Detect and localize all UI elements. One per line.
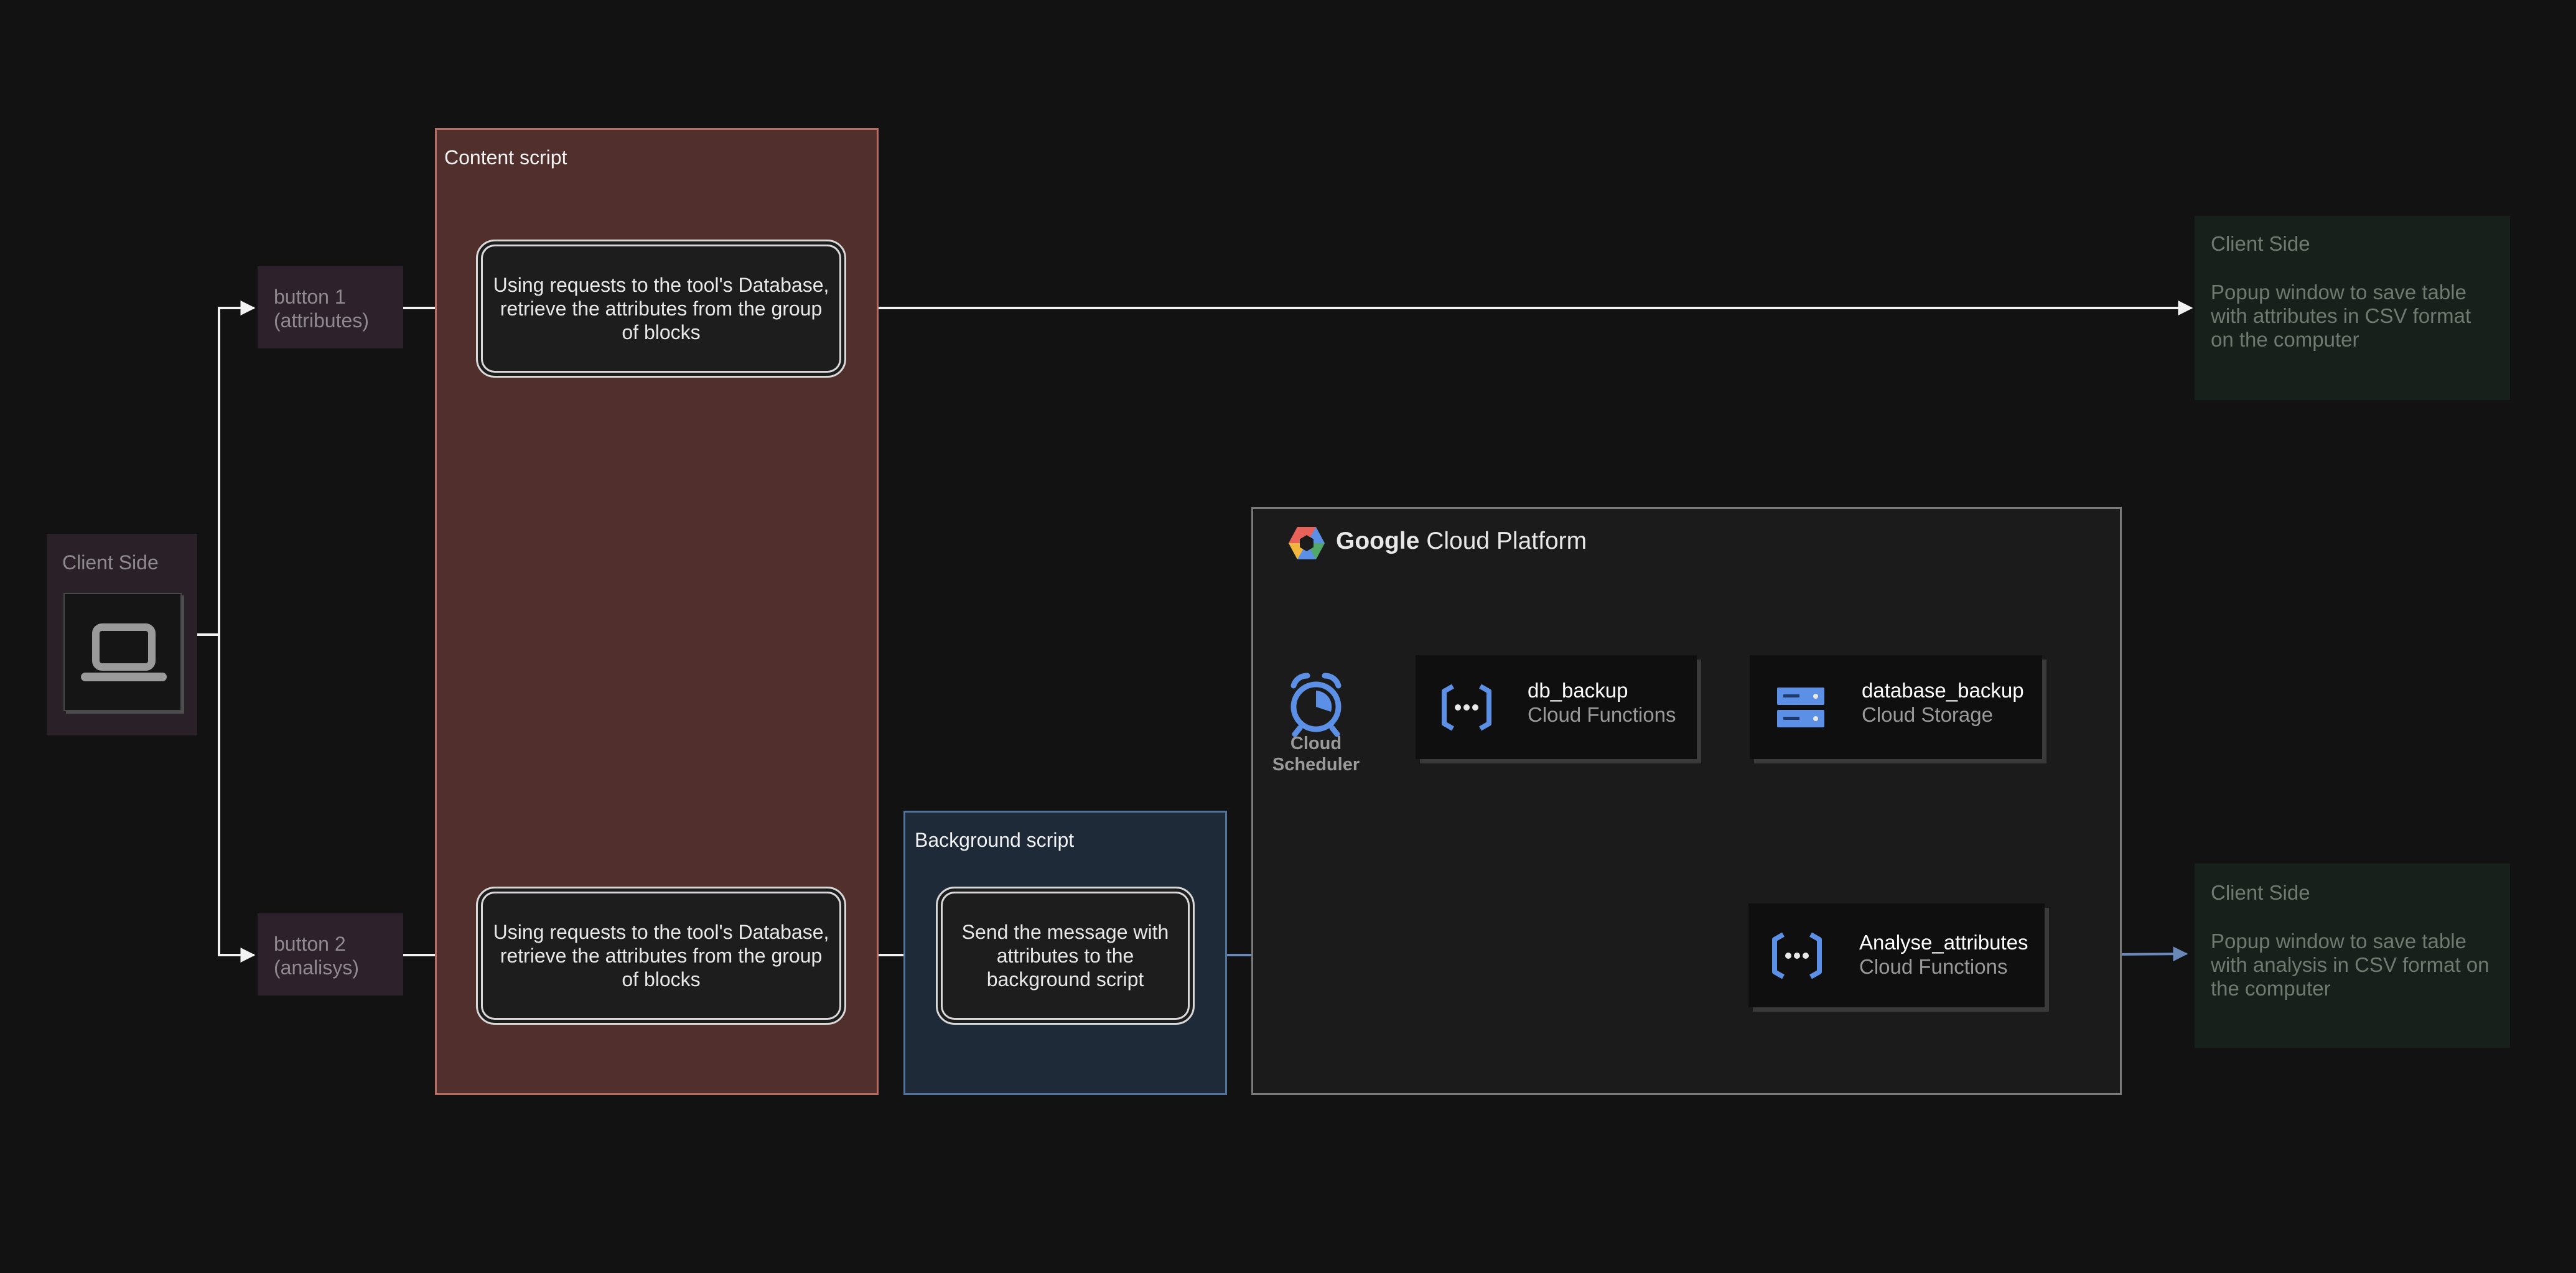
scheduler-line2: Scheduler: [1272, 755, 1360, 775]
edge-client-to-button2: [218, 635, 256, 963]
laptop-icon: [81, 623, 167, 681]
client-side-main: Client Side: [47, 534, 197, 735]
cloud-functions-icon: [1772, 932, 1822, 979]
gcp-title: Google Cloud Platform: [1336, 528, 1587, 555]
background-script-label: Background script: [915, 829, 1075, 851]
database-backup-title: database_backup: [1862, 679, 2024, 702]
cloud-scheduler-icon[interactable]: [1285, 672, 1347, 737]
process-top-text: Using requests to the tool's Database, r…: [493, 274, 829, 343]
gcp-brand: Google: [1336, 528, 1420, 554]
button-1-attributes[interactable]: button 1 (attributes): [258, 266, 403, 348]
client-side-top-description: Popup window to save table with attribut…: [2211, 281, 2471, 351]
background-script-process[interactable]: Send the message with attributes to the …: [936, 887, 1195, 1025]
button-1-line2: (attributes): [274, 309, 369, 332]
analyse-attributes-subtitle: Cloud Functions: [1859, 955, 2008, 978]
gcp-product: Cloud Platform: [1426, 528, 1587, 554]
edge-client-to-button1: [180, 301, 256, 636]
client-side-bottom-title: Client Side: [2211, 881, 2310, 904]
gcp-logo-icon: [1289, 527, 1325, 559]
client-side-top-title: Client Side: [2211, 232, 2310, 255]
database-backup-subtitle: Cloud Storage: [1862, 703, 1993, 726]
cloud-scheduler-label: Cloud Scheduler: [1260, 733, 1372, 775]
content-script-process-top[interactable]: Using requests to the tool's Database, r…: [476, 240, 846, 378]
client-side-main-label: Client Side: [62, 551, 159, 574]
button-1-line1: button 1: [274, 286, 346, 308]
button-2-line2: (analisys): [274, 956, 359, 979]
cloud-storage-icon: [1777, 688, 1824, 727]
db-backup-service[interactable]: db_backup Cloud Functions: [1416, 655, 1697, 759]
content-script-process-bottom[interactable]: Using requests to the tool's Database, r…: [476, 887, 846, 1025]
client-side-bottom: Client Side Popup window to save table w…: [2195, 864, 2510, 1048]
button-2-analysis[interactable]: button 2 (analisys): [258, 913, 403, 996]
client-side-bottom-description: Popup window to save table with analysis…: [2211, 930, 2490, 1000]
analyse-attributes-title: Analyse_attributes: [1859, 931, 2028, 954]
laptop-icon-tile[interactable]: [63, 593, 182, 711]
analyse-attributes-service[interactable]: Analyse_attributes Cloud Functions: [1748, 903, 2045, 1007]
button-2-line1: button 2: [274, 933, 346, 955]
client-side-top: Client Side Popup window to save table w…: [2195, 216, 2510, 400]
background-process-text: Send the message with attributes to the …: [961, 921, 1169, 991]
scheduler-line1: Cloud: [1290, 734, 1342, 753]
cloud-functions-icon: [1442, 684, 1491, 731]
process-bottom-text: Using requests to the tool's Database, r…: [493, 921, 829, 991]
db-backup-subtitle: Cloud Functions: [1528, 703, 1676, 726]
database-backup-storage[interactable]: database_backup Cloud Storage: [1750, 655, 2042, 759]
content-script-label: Content script: [444, 146, 567, 169]
db-backup-title: db_backup: [1528, 679, 1628, 702]
